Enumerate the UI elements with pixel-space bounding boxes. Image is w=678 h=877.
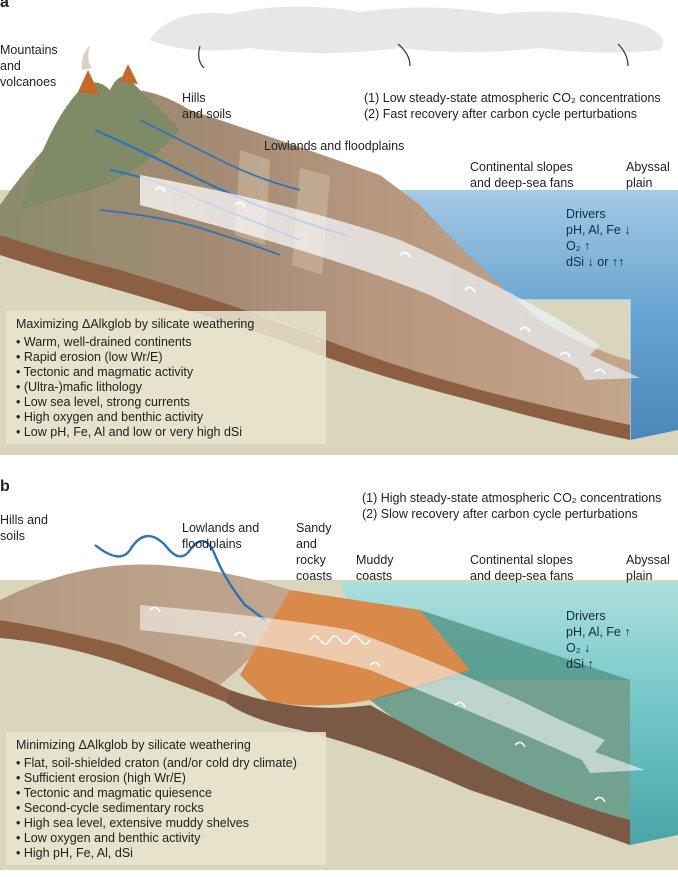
list-item: Rapid erosion (low Wr/E) <box>16 350 316 365</box>
co2-conditions-a: (1) Low steady-state atmospheric CO₂ con… <box>364 91 661 121</box>
lowlands-floodplains-label: Lowlands and floodplains <box>264 139 405 153</box>
panel-a: a Mountains and volcanoes Hills and soil… <box>0 0 678 460</box>
hills-soils-label-b: Hills and soils <box>0 513 48 543</box>
sandy-rocky-coasts-label: Sandy and rocky coasts <box>296 521 333 583</box>
minimizing-box: Minimizing ΔAlkglob by silicate weatheri… <box>6 732 326 865</box>
mountain <box>20 76 180 211</box>
maximizing-list: Warm, well-drained continents Rapid eros… <box>16 335 316 440</box>
hills-soils-label: Hills and soils <box>182 91 232 121</box>
maximizing-box: Maximizing ΔAlkglob by silicate weatheri… <box>6 311 326 444</box>
list-item: Low oxygen and benthic activity <box>16 831 316 846</box>
minimizing-list: Flat, soil-shielded craton (and/or cold … <box>16 756 316 861</box>
list-item: High sea level, extensive muddy shelves <box>16 816 316 831</box>
list-item: Flat, soil-shielded craton (and/or cold … <box>16 756 316 771</box>
swirl-arrows <box>149 606 606 803</box>
muddy-coasts-label: Muddy coasts <box>356 553 394 583</box>
co2-conditions-b: (1) High steady-state atmospheric CO₂ co… <box>362 491 662 521</box>
list-item: Tectonic and magmatic quiesence <box>16 786 316 801</box>
list-item: Sufficient erosion (high Wr/E) <box>16 771 316 786</box>
flow-arrow-b <box>140 605 645 773</box>
lowlands-floodplains-label-b: Lowlands and floodplains <box>182 521 260 551</box>
continental-slopes-label: Continental slopes and deep-sea fans <box>470 160 574 190</box>
panel-letter-a: a <box>0 0 9 11</box>
list-item: Tectonic and magmatic activity <box>16 365 316 380</box>
abyssal-plain-label: Abyssal plain <box>626 160 670 190</box>
flow-arrow-a <box>140 175 640 380</box>
list-item: High oxygen and benthic activity <box>16 410 316 425</box>
scene-a-illustration <box>0 6 678 455</box>
list-item: Low pH, Fe, Al and low or very high dSi <box>16 425 316 440</box>
continental-slopes-label-b: Continental slopes and deep-sea fans <box>470 553 574 583</box>
list-item: Warm, well-drained continents <box>16 335 316 350</box>
drivers-b: Drivers pH, Al, Fe ↑ O₂ ↓ dSi ↑ <box>566 609 631 671</box>
drivers-a: Drivers pH, Al, Fe ↓ O₂ ↑ dSi ↓ or ↑↑ <box>566 207 631 269</box>
panel-b: b Hills and soils Lowlands and floodplai… <box>0 470 678 877</box>
mountains-volcanoes-label: Mountains and volcanoes <box>0 43 58 89</box>
list-item: Second-cycle sedimentary rocks <box>16 801 316 816</box>
abyssal-plain-label-b: Abyssal plain <box>626 553 670 583</box>
cloud-shape <box>150 6 664 53</box>
minimizing-box-title: Minimizing ΔAlkglob by silicate weatheri… <box>16 738 251 752</box>
maximizing-box-title: Maximizing ΔAlkglob by silicate weatheri… <box>16 317 255 331</box>
river-b <box>94 535 266 621</box>
list-item: (Ultra-)mafic lithology <box>16 380 316 395</box>
list-item: High pH, Fe, Al, dSi <box>16 846 316 861</box>
list-item: Low sea level, strong currents <box>16 395 316 410</box>
panel-letter-b: b <box>0 478 10 495</box>
